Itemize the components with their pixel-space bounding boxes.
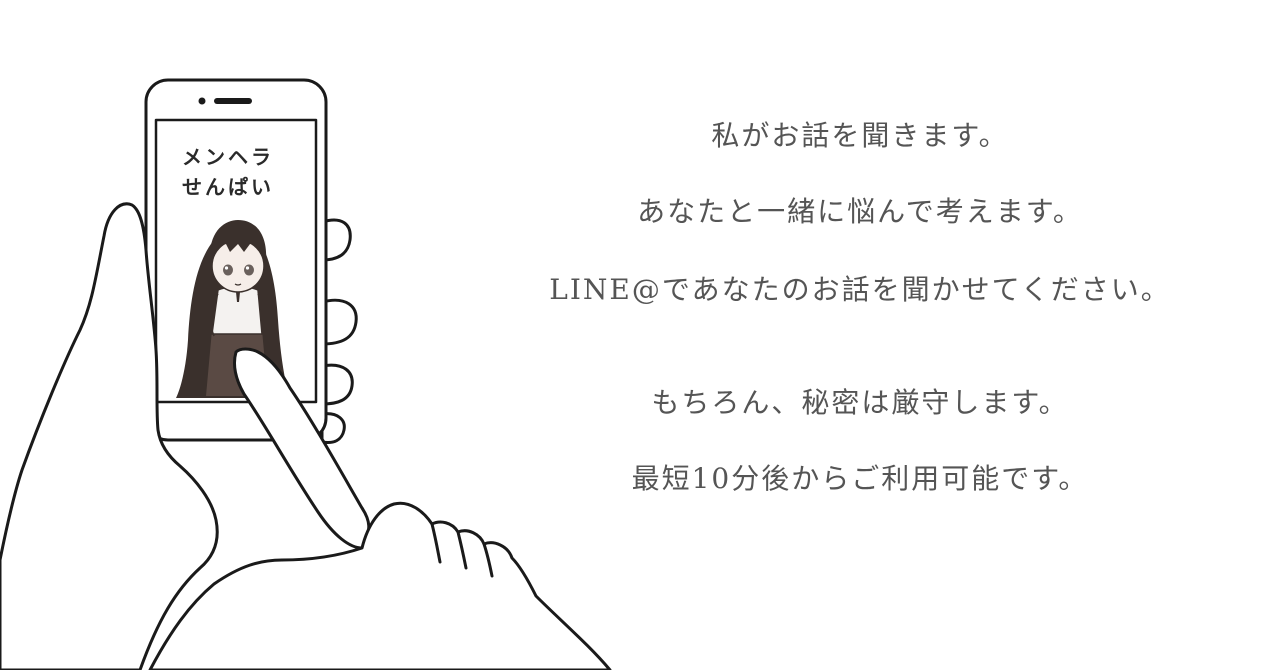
message-line: あなたと一緒に悩んで考えます。 — [637, 195, 1083, 228]
phone-speaker-icon — [214, 98, 252, 104]
message-line: 最短10分後からご利用可能です。 — [631, 462, 1089, 495]
message-block: 私がお話を聞きます。 あなたと一緒に悩んで考えます。 LINE@であなたのお話を… — [520, 0, 1200, 670]
finger-2 — [320, 298, 358, 346]
phone-app-name-line2: せんぱい — [182, 175, 274, 199]
pointing-hand — [148, 501, 612, 670]
message-line: もちろん、秘密は厳守します。 — [651, 386, 1069, 419]
message-line: LINE@であなたのお話を聞かせてください。 — [549, 273, 1171, 306]
finger-4 — [320, 412, 346, 444]
message-line: 私がお話を聞きます。 — [711, 119, 1009, 152]
holding-hand — [0, 202, 219, 670]
phone-camera-icon — [198, 97, 206, 105]
finger-3 — [320, 363, 354, 406]
finger-1 — [320, 218, 352, 262]
phone-app-name-line1: メンヘラ — [182, 145, 274, 169]
hand-holding-phone-illustration — [0, 78, 612, 670]
phone-app-name: メンヘラ せんぱい — [168, 142, 288, 202]
